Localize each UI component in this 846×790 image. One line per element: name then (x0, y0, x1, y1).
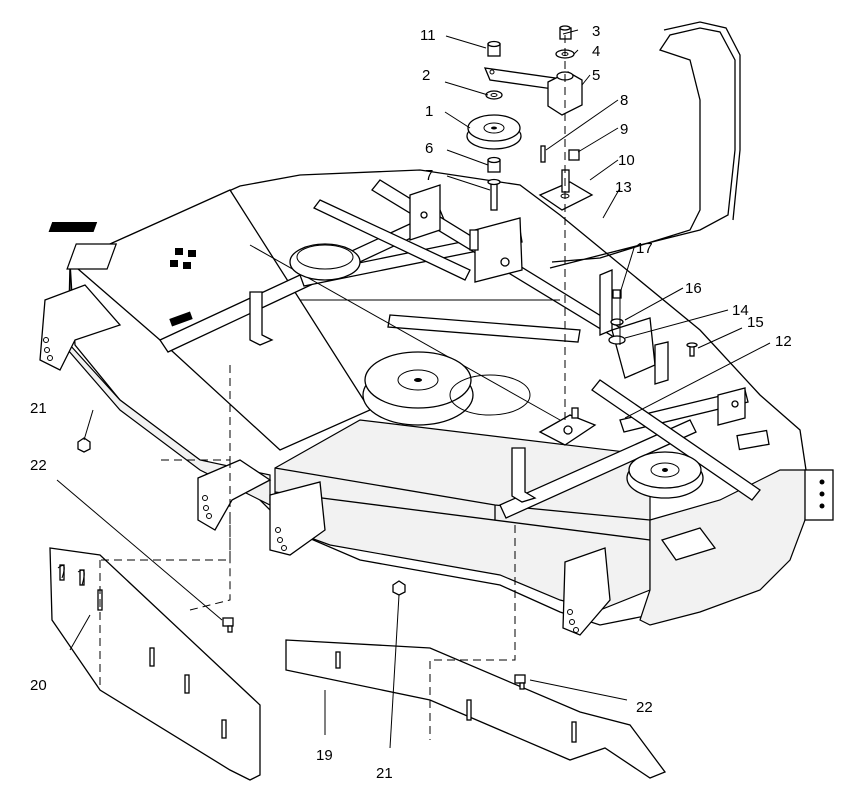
leader-lines (56, 29, 771, 749)
callout-13: 13 (615, 179, 632, 196)
deck-mount-bracket (197, 459, 272, 531)
fastener-nut (77, 437, 91, 453)
callout-9: 9 (620, 121, 628, 138)
deck-right-side (639, 469, 807, 626)
callout-17: 17 (636, 240, 653, 257)
fastener-bolt (222, 617, 234, 633)
callout-19: 19 (316, 747, 333, 764)
callout-20: 20 (30, 677, 47, 694)
deck-mount-bracket (269, 481, 326, 556)
callout-12: 12 (775, 333, 792, 350)
callout-22b: 22 (636, 699, 653, 716)
callout-6: 6 (425, 140, 433, 157)
baffle-left (49, 547, 261, 781)
callout-8: 8 (620, 92, 628, 109)
callout-22a: 22 (30, 457, 47, 474)
idler-arm-assembly (466, 25, 698, 357)
callout-10: 10 (618, 152, 635, 169)
drive-belt (549, 27, 736, 269)
frame-rail (591, 379, 761, 501)
callout-21a: 21 (30, 400, 47, 417)
fastener-bolt (514, 674, 526, 690)
upright-bracket (474, 217, 523, 283)
deck-decal (660, 527, 717, 561)
mower-deck (39, 169, 834, 636)
deck-front-lip (274, 467, 651, 541)
upright-bracket (511, 447, 537, 503)
deck-right-endplate (804, 469, 834, 521)
callout-labels: 1 2 3 4 5 6 7 8 9 10 11 12 13 14 15 16 1… (30, 23, 792, 782)
callout-1: 1 (425, 103, 433, 120)
upright-bracket (717, 387, 746, 426)
frame-rail (499, 419, 697, 519)
center-spindle-pulley (362, 351, 531, 426)
baffle-right (285, 639, 667, 779)
callout-16: 16 (685, 280, 702, 297)
fastener-nut (392, 580, 406, 596)
callout-21b: 21 (376, 765, 393, 782)
callout-5: 5 (592, 67, 600, 84)
idler-arm-bracket (599, 269, 613, 336)
callout-15: 15 (747, 314, 764, 331)
callout-14: 14 (732, 302, 749, 319)
callout-3: 3 (592, 23, 600, 40)
upright-bracket (249, 291, 274, 346)
callout-4: 4 (592, 43, 600, 60)
decal-panel (48, 222, 196, 327)
callout-7: 7 (425, 167, 433, 184)
callout-11: 11 (420, 27, 436, 44)
right-spindle-pulley (626, 451, 704, 499)
callout-2: 2 (422, 67, 430, 84)
deck-mount-bracket (39, 284, 122, 371)
frame-rail (313, 199, 471, 281)
deck-mount-bracket (562, 547, 611, 636)
pulley-left (289, 243, 361, 281)
